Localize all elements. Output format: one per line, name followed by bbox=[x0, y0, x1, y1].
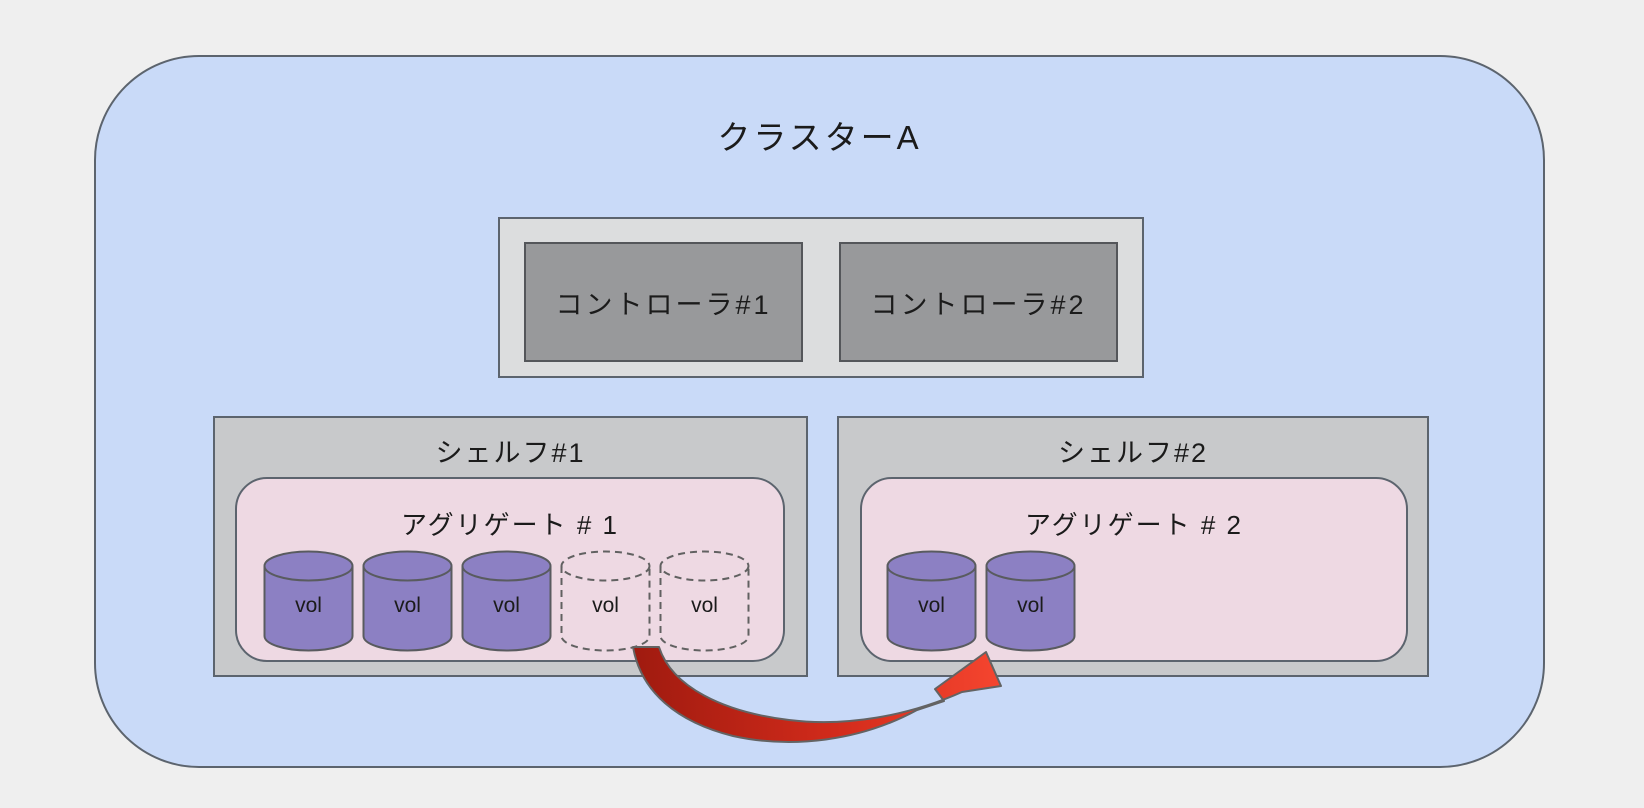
aggregate-2-box: アグリゲート # 2 vol vol bbox=[860, 477, 1408, 662]
volume-cylinder-dashed: vol bbox=[659, 550, 750, 652]
controller-unit-box: コントローラ#1 コントローラ#2 bbox=[498, 217, 1144, 378]
volume-label: vol bbox=[295, 594, 322, 617]
cylinder-solid-icon bbox=[985, 550, 1076, 652]
volume-cylinder: vol bbox=[362, 550, 453, 652]
controller-2-box: コントローラ#2 bbox=[839, 242, 1118, 362]
shelf-1-box: シェルフ#1 アグリゲート # 1 vol vol bbox=[213, 416, 808, 677]
volume-label: vol bbox=[691, 594, 718, 617]
aggregate-2-label: アグリゲート # 2 bbox=[1024, 510, 1244, 540]
controller-2-label: コントローラ#2 bbox=[870, 289, 1087, 320]
shelf-1-label: シェルフ#1 bbox=[435, 438, 586, 468]
volume-label: vol bbox=[918, 594, 945, 617]
volume-label: vol bbox=[394, 594, 421, 617]
cylinder-dashed-icon bbox=[560, 550, 651, 652]
volume-label: vol bbox=[493, 594, 520, 617]
cylinder-dashed-icon bbox=[659, 550, 750, 652]
aggregate-1-label: アグリゲート # 1 bbox=[400, 510, 620, 540]
volume-cylinder: vol bbox=[985, 550, 1076, 652]
volume-cylinder: vol bbox=[461, 550, 552, 652]
shelf-2-box: シェルフ#2 アグリゲート # 2 vol vol bbox=[837, 416, 1429, 677]
cylinder-solid-icon bbox=[263, 550, 354, 652]
volume-cylinder-dashed: vol bbox=[560, 550, 651, 652]
cluster-title: クラスターA bbox=[717, 119, 922, 156]
cylinder-solid-icon bbox=[362, 550, 453, 652]
volume-cylinder: vol bbox=[263, 550, 354, 652]
cylinder-solid-icon bbox=[461, 550, 552, 652]
volume-label: vol bbox=[592, 594, 619, 617]
aggregate-1-box: アグリゲート # 1 vol vol v bbox=[235, 477, 785, 662]
shelf-2-label: シェルフ#2 bbox=[1057, 438, 1209, 468]
volume-label: vol bbox=[1017, 594, 1044, 617]
controller-1-label: コントローラ#1 bbox=[555, 289, 772, 320]
controller-1-box: コントローラ#1 bbox=[524, 242, 803, 362]
volume-cylinder: vol bbox=[886, 550, 977, 652]
